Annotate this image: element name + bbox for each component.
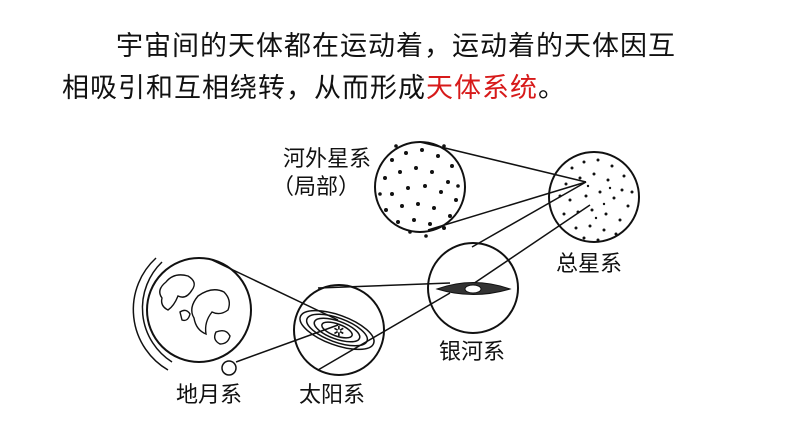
label-other-galaxies: 河外星系 (283, 147, 372, 172)
connector-line (427, 181, 587, 231)
earth-circle (146, 257, 252, 363)
label-observable-universe: 总星系 (556, 252, 623, 277)
label-other-galaxies-sub: （局部） (272, 175, 361, 200)
continent-shape (179, 309, 191, 322)
connector-line (466, 204, 591, 289)
galaxy-core (464, 284, 482, 294)
moon-circle (221, 360, 237, 376)
orbit-ring (313, 317, 361, 343)
label-solar-system: 太阳系 (299, 383, 366, 408)
continent-shape (213, 329, 231, 345)
intro-line-2: 相吸引和互相绕转，从而形成天体系统。 (62, 68, 762, 110)
observable-universe-circle (548, 151, 640, 243)
connector-line (235, 324, 339, 363)
intro-text: 宇宙间的天体都在运动着，运动着的天体因互 相吸引和互相绕转，从而形成天体系统。 (62, 26, 762, 110)
connector-line (419, 141, 587, 183)
highlight-term: 天体系统 (426, 73, 538, 104)
orbit-ring (321, 321, 353, 339)
milky-way-circle (427, 242, 519, 334)
intro-line-2-suffix: 。 (538, 73, 566, 104)
universe-dots (558, 158, 634, 242)
orbit-arc (141, 261, 173, 363)
connector-line (471, 181, 587, 248)
solar-system-circle (293, 284, 385, 376)
continent-shape (191, 289, 231, 336)
continent-shape (159, 274, 195, 311)
orbit-ring (299, 309, 375, 351)
intro-line-2-prefix: 相吸引和互相绕转，从而形成 (62, 73, 426, 104)
galaxy-dots (378, 144, 460, 238)
intro-line-1: 宇宙间的天体都在运动着，运动着的天体因互 (116, 31, 676, 62)
orbit-arc (132, 257, 169, 371)
orbit-ring (305, 313, 369, 347)
sun-icon: ✲ (333, 324, 345, 340)
other-galaxies-circle (374, 141, 466, 233)
label-milky-way: 银河系 (439, 340, 506, 365)
label-earth-moon: 地月系 (176, 383, 243, 408)
